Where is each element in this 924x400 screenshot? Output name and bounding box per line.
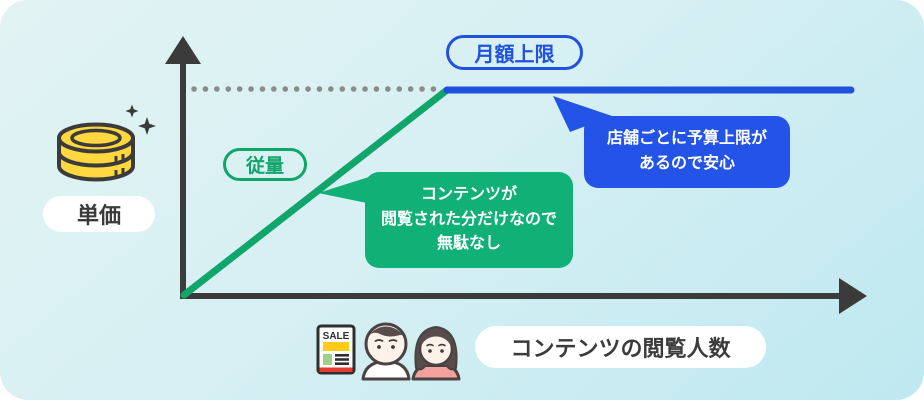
axes [165,36,867,314]
sale-flyer-icon: SALE [316,324,356,375]
metered-benefit-bubble: コンテンツが 閲覧された分だけなので 無駄なし [365,172,573,268]
metered-benefit-line-3: 無駄なし [436,235,501,253]
metered-benefit-line-1: コンテンツが [420,185,517,203]
blue-bubble-tail [553,96,612,132]
metered-benefit-line-2: 閲覧された分だけなので [380,210,557,228]
metered-label: 従量 [223,148,307,181]
woman-icon [411,326,461,381]
viewers-axis-label: コンテンツの閲覧人数 [475,326,766,368]
sale-flyer-text: SALE [323,331,350,342]
viewers-axis-label-text: コンテンツの閲覧人数 [510,336,731,361]
x-axis-arrow-icon [839,278,867,314]
metered-line [180,86,451,299]
y-axis-arrow-icon [165,36,201,64]
unit-price-label-text: 単価 [76,203,121,228]
cap-benefit-line-2: あるので安心 [638,155,735,172]
green-bubble-tail [318,176,372,204]
cap-benefit-bubble: 店舗ごとに予算上限が あるので安心 [584,116,790,188]
monthly-cap-label: 月額上限 [446,35,583,70]
coins-icon [57,122,135,182]
metered-label-text: 従量 [245,156,284,177]
cap-benefit-line-1: 店舗ごとに予算上限が [606,130,767,148]
man-icon [361,322,411,381]
monthly-cap-label-text: 月額上限 [474,44,555,66]
sparkles-icon [125,104,156,135]
unit-price-label: 単価 [43,196,155,232]
